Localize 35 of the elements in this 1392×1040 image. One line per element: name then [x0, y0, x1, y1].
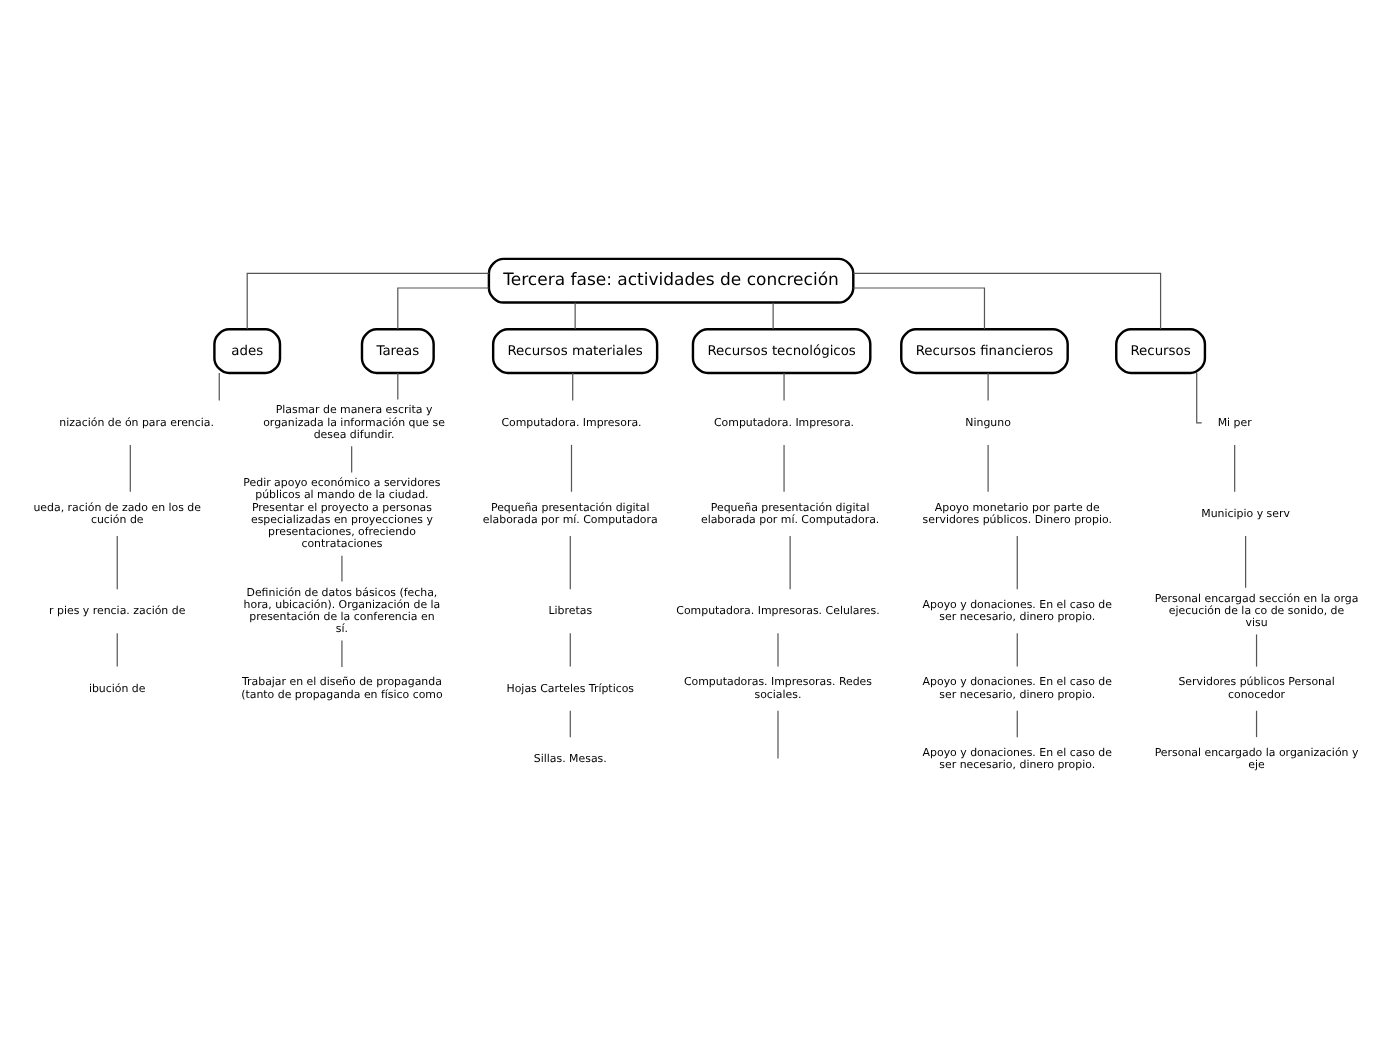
connector [783, 372, 785, 402]
connector [1255, 710, 1258, 738]
connector [789, 535, 791, 590]
connector [570, 444, 573, 493]
connector [852, 272, 1162, 330]
connector [1245, 535, 1247, 589]
connector [574, 302, 576, 330]
connector [987, 372, 989, 402]
connector [1255, 633, 1258, 668]
connector [772, 302, 774, 330]
connector [1016, 710, 1018, 738]
connector [1196, 372, 1203, 424]
connector [783, 444, 785, 493]
connector [116, 535, 118, 590]
connector [569, 535, 571, 590]
connector [246, 272, 490, 330]
connector [1234, 444, 1236, 493]
connector [397, 372, 399, 401]
connector [218, 372, 220, 402]
connector [572, 372, 574, 402]
connector [129, 444, 131, 493]
connector [777, 710, 779, 760]
connector [341, 639, 343, 668]
connector [1016, 632, 1018, 668]
connector [777, 632, 779, 668]
connector [987, 444, 989, 493]
connector [116, 632, 118, 668]
connector [852, 287, 986, 330]
connector [569, 710, 571, 738]
connector [1016, 535, 1018, 590]
node-box: Tercera fase: actividades de concreción [487, 257, 855, 304]
connector [569, 632, 571, 668]
connector [341, 555, 343, 582]
connector [397, 287, 490, 330]
connector [351, 445, 353, 474]
